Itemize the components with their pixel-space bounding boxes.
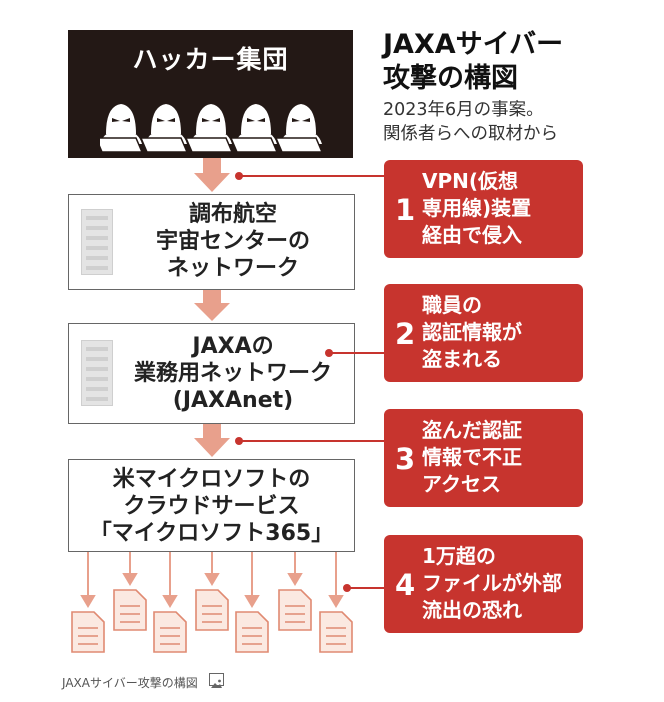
- diagram-title: JAXAサイバー 攻撃の構図: [383, 28, 563, 96]
- step-1-callout: 1 VPN(仮想 専用線)装置 経由で侵入: [384, 160, 583, 258]
- diagram-subtitle: 2023年6月の事案。 関係者らへの取材から: [383, 98, 558, 146]
- document-icon: [235, 611, 269, 653]
- leader-dot: [325, 349, 333, 357]
- leader-dot: [235, 437, 243, 445]
- document-icon: [319, 611, 353, 653]
- flow-arrow-icon: [194, 424, 230, 457]
- subtitle-line-1: 2023年6月の事案。: [383, 100, 544, 120]
- step-3-text: 盗んだ認証 情報で不正 アクセス: [422, 418, 522, 496]
- image-icon[interactable]: [209, 673, 224, 688]
- step-1-text: VPN(仮想 専用線)装置 経由で侵入: [422, 169, 532, 247]
- step-3-callout: 3 盗んだ認証 情報で不正 アクセス: [384, 409, 583, 507]
- hacker-group-box: ハッカー集団: [68, 30, 353, 158]
- chofu-network-box: 調布航空 宇宙センターの ネットワーク: [68, 194, 355, 290]
- leader-line: [240, 175, 385, 177]
- step-4-callout: 4 1万超の ファイルが外部 流出の恐れ: [384, 535, 583, 633]
- step-3-number: 3: [395, 442, 416, 476]
- laptop-icon: [184, 137, 233, 152]
- server-rack-icon: [81, 209, 113, 275]
- document-icon: [71, 611, 105, 653]
- jaxanet-label: JAXAの 業務用ネットワーク (JAXAnet): [133, 334, 332, 413]
- laptop-icon: [274, 137, 323, 152]
- subtitle-line-2: 関係者らへの取材から: [383, 124, 558, 144]
- jaxanet-box: JAXAの 業務用ネットワーク (JAXAnet): [68, 323, 355, 424]
- microsoft365-box: 米マイクロソフトの クラウドサービス 「マイクロソフト365」: [68, 459, 355, 552]
- leader-dot: [343, 584, 351, 592]
- title-line-1: JAXAサイバー: [383, 29, 564, 60]
- leader-line: [348, 587, 385, 589]
- flow-arrow-icon: [194, 158, 230, 192]
- image-caption: JAXAサイバー攻撃の構図: [62, 676, 198, 690]
- microsoft365-label: 米マイクロソフトの クラウドサービス 「マイクロソフト365」: [89, 467, 334, 546]
- step-1-number: 1: [395, 193, 416, 227]
- flow-arrow-icon: [194, 290, 230, 321]
- document-icon: [153, 611, 187, 653]
- chofu-network-label: 調布航空 宇宙センターの ネットワーク: [155, 202, 310, 281]
- leader-line: [240, 440, 385, 442]
- document-icon: [195, 589, 229, 631]
- step-4-number: 4: [395, 568, 416, 602]
- hacker-group-label: ハッカー集団: [132, 45, 289, 74]
- leader-line: [330, 352, 385, 354]
- laptop-icon: [229, 137, 278, 152]
- laptop-icon: [139, 137, 188, 152]
- document-icon: [113, 589, 147, 631]
- step-2-callout: 2 職員の 認証情報が 盗まれる: [384, 284, 583, 382]
- step-2-number: 2: [395, 317, 416, 351]
- leader-dot: [235, 172, 243, 180]
- laptop-icon: [100, 137, 143, 152]
- title-line-2: 攻撃の構図: [383, 63, 518, 94]
- step-2-text: 職員の 認証情報が 盗まれる: [422, 293, 522, 371]
- server-rack-icon: [81, 340, 113, 406]
- hacker-figures-icon: [100, 104, 323, 152]
- step-4-text: 1万超の ファイルが外部 流出の恐れ: [422, 544, 562, 622]
- document-icon: [278, 589, 312, 631]
